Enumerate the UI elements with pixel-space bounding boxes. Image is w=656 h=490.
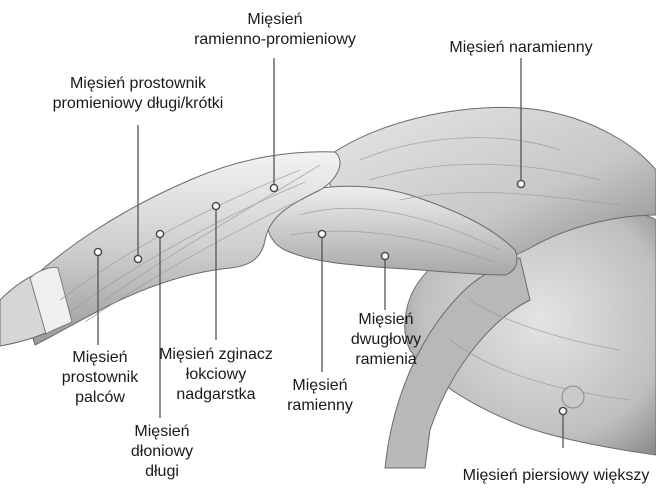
label-palmaris-longus: Mięsień dłoniowy długi (112, 422, 212, 482)
label-brachialis: Mięsień ramienny (278, 376, 362, 416)
label-pectoralis-major: Mięsień piersiowy większy (458, 466, 654, 486)
label-ext-digitorum: Mięsień prostownik palców (52, 348, 148, 408)
nipple-shape (562, 386, 584, 408)
label-biceps: Mięsień dwugłowy ramienia (338, 310, 434, 370)
marker-ext-digitorum (94, 248, 101, 255)
marker-biceps (381, 252, 388, 259)
marker-deltoid (517, 180, 524, 187)
label-brachioradialis: Mięsień ramienno-promieniowy (180, 10, 370, 50)
label-flexor-carpi-ulnaris: Mięsień zginacz łokciowy nadgarstka (156, 345, 276, 405)
marker-ext-carpi-radialis (134, 255, 141, 262)
marker-brachioradialis (270, 184, 277, 191)
label-ext-carpi-radialis: Mięsień prostownik promieniowy długi/kró… (28, 74, 248, 114)
label-deltoid: Mięsień naramienny (436, 38, 606, 58)
marker-flexor-carpi-ulnaris (212, 202, 219, 209)
marker-brachialis (318, 230, 325, 237)
marker-palmaris-longus (156, 230, 163, 237)
marker-pectoralis (559, 407, 566, 414)
